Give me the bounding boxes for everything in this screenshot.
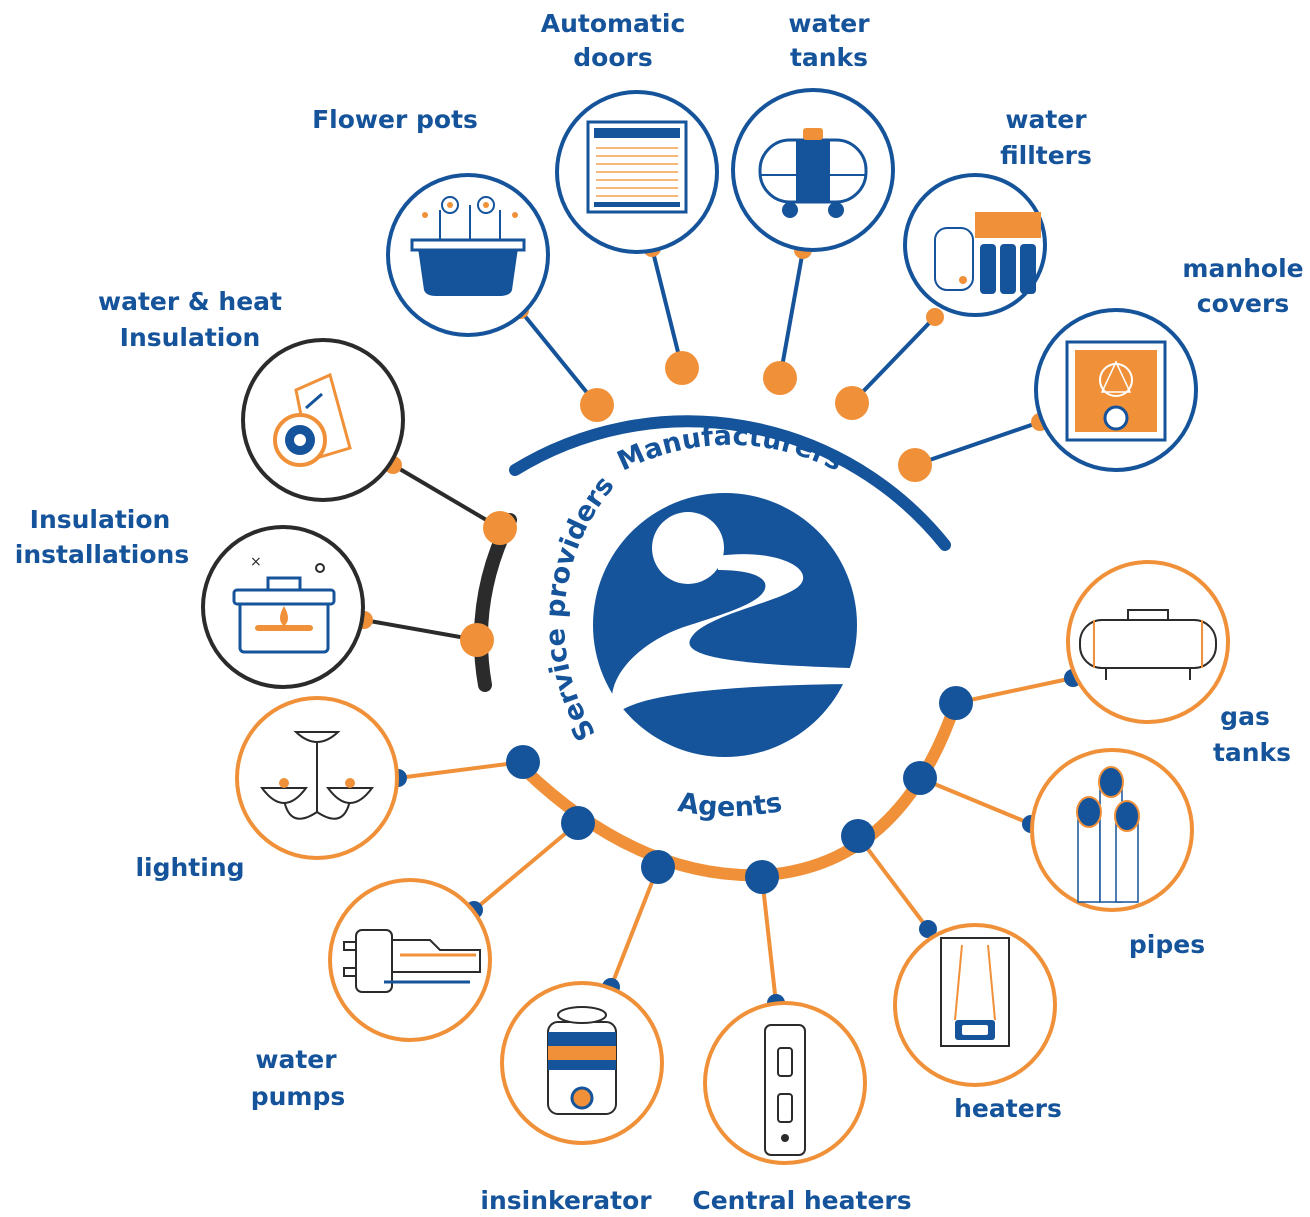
insulation-roll-icon <box>273 372 352 467</box>
flower-pots-card <box>386 173 550 337</box>
roller-door-icon <box>586 120 688 214</box>
central-heaters-label: Central heaters <box>692 1186 911 1215</box>
water-pump-icon <box>343 929 481 993</box>
agents-label: Agents <box>676 787 784 823</box>
logo-road <box>611 554 852 715</box>
water-tanks-label: water <box>788 9 870 38</box>
water-pumps-label-2: pumps <box>251 1082 346 1111</box>
insinkerator-label: insinkerator <box>480 1186 652 1215</box>
node-heaters <box>841 819 875 853</box>
manhole-covers-card <box>1034 308 1198 472</box>
manufacturers-arc <box>509 415 951 551</box>
water-pumps-card <box>328 878 492 1042</box>
insinkerator-card <box>500 981 664 1145</box>
automatic-doors-card <box>555 90 719 254</box>
water-pumps-label: water <box>255 1045 337 1074</box>
lighting-label: lighting <box>135 853 244 882</box>
water-tank-icon <box>758 128 868 218</box>
heaters-label: heaters <box>954 1094 1062 1123</box>
node-insinkerator <box>641 850 675 884</box>
water-filter-icon <box>934 212 1041 294</box>
labels: Flower pots Automatic doors water tanks … <box>15 9 1304 1215</box>
gas-tanks-card <box>1066 560 1230 724</box>
heaters-card <box>893 923 1057 1087</box>
insulation-installations-card: × <box>201 525 365 689</box>
flower-pots-label: Flower pots <box>312 105 478 134</box>
garbage-disposal-icon <box>547 1006 617 1115</box>
automatic-doors-label-2: doors <box>573 43 652 72</box>
node-water-filters <box>835 386 869 420</box>
connectors <box>363 247 1074 1004</box>
water-filters-card <box>903 173 1047 317</box>
lighting-card <box>235 696 399 860</box>
automatic-doors-label: Automatic <box>541 9 686 38</box>
gas-tanks-label: gas <box>1220 702 1270 731</box>
water-filters-label-2: fillters <box>1000 141 1092 170</box>
central-heaters-card <box>703 1001 867 1165</box>
manhole-covers-label: manhole <box>1182 254 1303 283</box>
water-filters-label: water <box>1005 105 1087 134</box>
service-providers-arc <box>473 513 517 692</box>
water-tanks-card <box>731 88 895 252</box>
node-flower-pots <box>580 388 614 422</box>
node-lighting <box>506 745 540 779</box>
node-insulation <box>483 511 517 545</box>
node-water-pumps <box>561 806 595 840</box>
gas-tanks-label-2: tanks <box>1213 738 1291 767</box>
water-tanks-label-2: tanks <box>790 43 868 72</box>
central-heater-icon <box>764 1024 806 1156</box>
manhole-covers-label-2: covers <box>1197 289 1289 318</box>
node-insulation-installations <box>460 623 494 657</box>
toolbox-icon: × <box>232 554 336 654</box>
water-heat-insulation-label: water & heat <box>98 287 282 316</box>
node-water-tanks <box>763 361 797 395</box>
svg-text:×: × <box>250 554 262 570</box>
node-manhole-covers <box>898 448 932 482</box>
water-heat-insulation-card <box>241 338 405 502</box>
center-logo <box>593 493 857 757</box>
node-central-heaters <box>745 860 779 894</box>
pipes-icon <box>1076 766 1140 903</box>
insulation-installations-label: Insulation <box>30 505 171 534</box>
manhole-cover-icon <box>1065 340 1167 442</box>
chandelier-icon <box>260 731 374 820</box>
water-heat-insulation-label-2: Insulation <box>120 323 261 352</box>
node-pipes <box>903 761 937 795</box>
pipes-label: pipes <box>1129 930 1205 959</box>
arc-nodes <box>460 351 973 894</box>
water-heater-icon <box>940 937 1010 1047</box>
node-automatic-doors <box>665 351 699 385</box>
insulation-installations-label-2: installations <box>15 540 189 569</box>
logo-sun <box>652 512 724 584</box>
node-gas-tanks <box>939 686 973 720</box>
gas-tank-icon <box>1079 609 1217 680</box>
flower-pot-icon <box>410 196 526 296</box>
pipes-card <box>1030 748 1194 912</box>
